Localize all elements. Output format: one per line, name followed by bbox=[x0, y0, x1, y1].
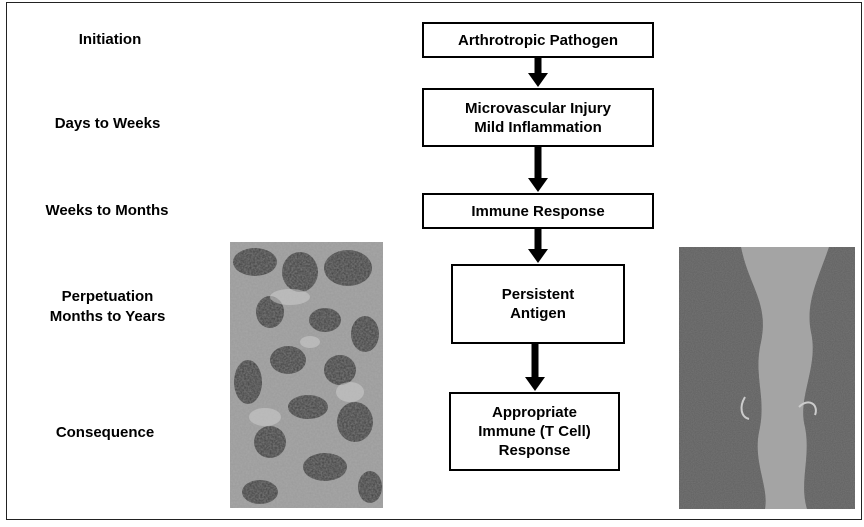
box-microvascular-injury: Microvascular Injury Mild Inflammation bbox=[422, 88, 654, 147]
stage-label-days-to-weeks: Days to Weeks bbox=[25, 114, 190, 134]
box-label: Microvascular Injury Mild Inflammation bbox=[465, 99, 611, 137]
stage-label-initiation: Initiation bbox=[40, 30, 180, 50]
box-persistent-antigen: Persistent Antigen bbox=[451, 264, 625, 344]
down-arrow-2 bbox=[528, 147, 548, 193]
box-appropriate-immune-response: Appropriate Immune (T Cell) Response bbox=[449, 392, 620, 471]
down-arrow-3 bbox=[528, 229, 548, 264]
box-label: Appropriate Immune (T Cell) Response bbox=[478, 403, 591, 460]
stage-label-perpetuation: Perpetuation Months to Years bbox=[10, 287, 205, 327]
stage-label-consequence: Consequence bbox=[30, 423, 180, 443]
micrograph-cells-image bbox=[230, 242, 383, 508]
box-arthrotropic-pathogen: Arthrotropic Pathogen bbox=[422, 22, 654, 58]
box-label: Arthrotropic Pathogen bbox=[458, 31, 618, 50]
box-immune-response: Immune Response bbox=[422, 193, 654, 229]
down-arrow-4 bbox=[525, 344, 545, 392]
down-arrow-1 bbox=[528, 58, 548, 88]
stage-label-weeks-to-months: Weeks to Months bbox=[17, 201, 197, 221]
micrograph-tissue-image bbox=[679, 247, 855, 509]
box-label: Persistent Antigen bbox=[502, 285, 575, 323]
box-label: Immune Response bbox=[471, 202, 604, 221]
